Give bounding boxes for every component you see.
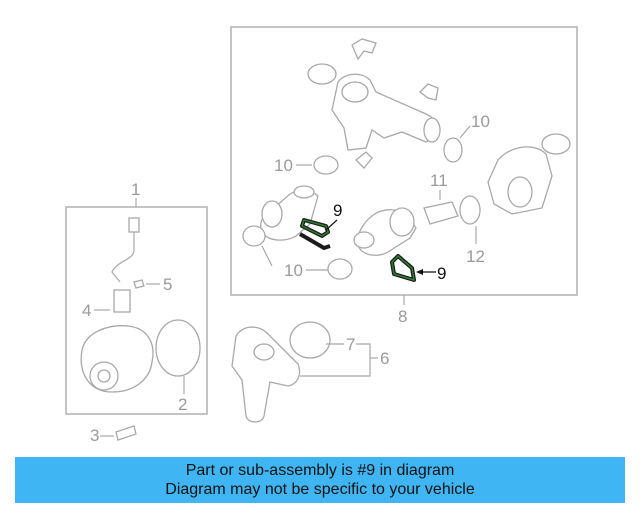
- callout-7: 7: [346, 335, 355, 354]
- callout-10-upper: 10: [471, 112, 490, 131]
- bolt-small: [355, 151, 373, 169]
- callout-9-upper: 9: [333, 201, 342, 220]
- callout-5: 5: [163, 275, 172, 294]
- callout-3: 3: [90, 426, 99, 445]
- banner-line-1: Part or sub-assembly is #9 in diagram: [185, 462, 455, 479]
- callout-9-lower: 9: [437, 264, 446, 283]
- callout-10-middle: 10: [274, 156, 293, 175]
- sensor-plug: [128, 217, 140, 233]
- gasket-7: [289, 321, 331, 359]
- banner-line-2: Diagram may not be specific to your vehi…: [165, 481, 475, 498]
- bolt-5: [133, 279, 145, 289]
- clip-right: [419, 83, 439, 101]
- bolt-3: [115, 425, 137, 441]
- clamp-9-right-accent: [391, 254, 415, 282]
- callout-12: 12: [466, 247, 485, 266]
- info-banner: Part or sub-assembly is #9 in diagram Di…: [15, 457, 625, 503]
- o-ring-11: [459, 195, 481, 225]
- pipe-fitting-11: [423, 201, 459, 225]
- callout-4: 4: [82, 301, 91, 320]
- o-ring-10-lower: [327, 258, 353, 280]
- o-ring-right-top: [541, 133, 571, 155]
- callout-8: 8: [398, 307, 407, 326]
- assembly-1-frame: [65, 206, 208, 415]
- leader-9-upper: [325, 219, 338, 231]
- callout-10-lower: 10: [284, 261, 303, 280]
- o-ring-top: [307, 63, 337, 85]
- gasket-2: [155, 319, 201, 377]
- outlet-flange-6: [231, 326, 301, 423]
- clip-top: [351, 38, 377, 61]
- o-ring-10-upper: [443, 137, 463, 163]
- sensor-body: [113, 289, 131, 313]
- o-ring-left: [242, 225, 266, 247]
- callout-6: 6: [380, 349, 389, 368]
- callout-2: 2: [178, 395, 187, 414]
- parts-diagram: 8 10 10 11 12 10 9 9: [65, 26, 578, 445]
- o-ring-10-middle: [313, 155, 339, 175]
- callout-11: 11: [430, 171, 448, 190]
- callout-1: 1: [131, 180, 140, 199]
